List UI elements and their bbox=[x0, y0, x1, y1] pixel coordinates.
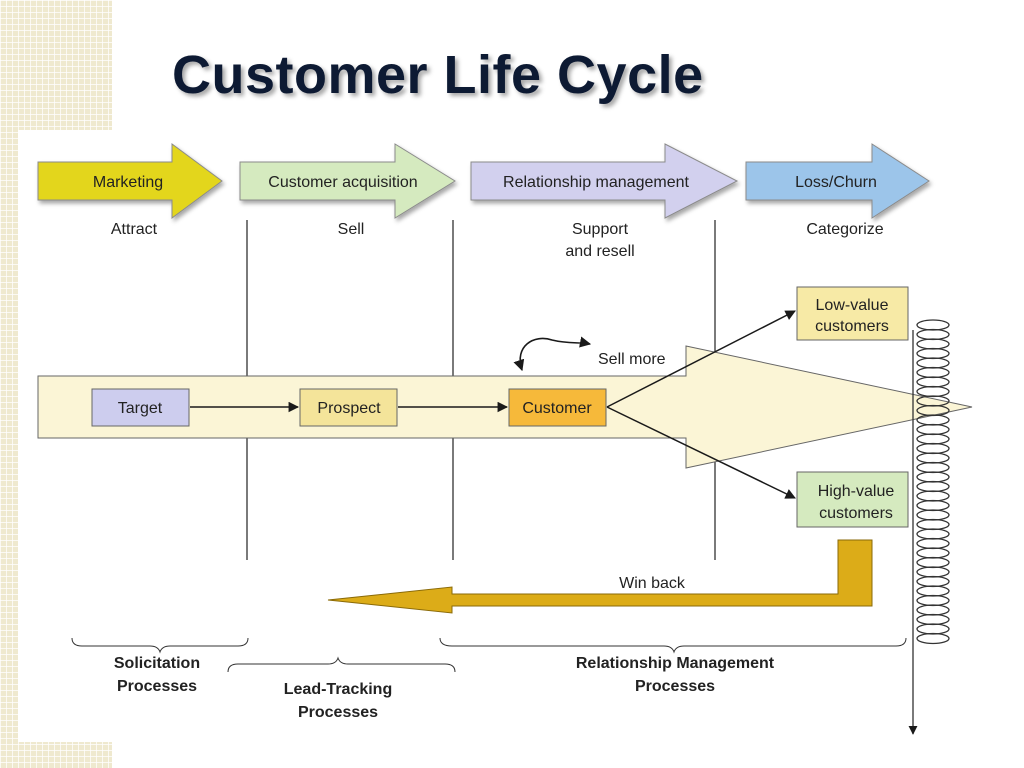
coil-ring bbox=[916, 452, 950, 464]
coil-ring bbox=[916, 328, 950, 341]
coil-ring bbox=[916, 528, 950, 540]
coil-ring bbox=[916, 623, 950, 635]
low-value-box-shape bbox=[796, 286, 909, 341]
high-value-box-shape bbox=[796, 471, 909, 528]
brace-lead-tracking bbox=[227, 656, 456, 673]
coil-ring bbox=[916, 385, 950, 398]
high-value-label-line2: customers bbox=[819, 505, 893, 522]
arrow-to-high-value bbox=[606, 406, 796, 499]
stage-arrow-marketing: Marketing bbox=[37, 143, 223, 219]
stage-arrow-acquisition: Customer acquisition bbox=[239, 143, 456, 219]
coil-ring bbox=[916, 547, 950, 559]
lead-tracking-label-line1: Lead-Tracking bbox=[284, 681, 392, 698]
coil-ring bbox=[916, 338, 950, 350]
stage-arrow-churn: Loss/Churn bbox=[745, 143, 930, 219]
coil-ring bbox=[916, 366, 950, 379]
stage-activity-support: Support bbox=[572, 221, 629, 238]
stage-label: Marketing bbox=[93, 174, 163, 191]
coil-ring bbox=[916, 414, 950, 426]
coil-ring bbox=[916, 357, 950, 369]
coil-ring bbox=[916, 566, 950, 578]
relationship-process-label-line2: Processes bbox=[635, 678, 715, 695]
target-box-shape bbox=[91, 388, 190, 427]
prospect-label: Prospect bbox=[317, 400, 381, 417]
lead-tracking-label-line2: Processes bbox=[298, 704, 378, 721]
stage-arrow-shape bbox=[37, 143, 223, 219]
sell-more-loop-arrow bbox=[513, 336, 592, 372]
stage-arrow-relationship: Relationship management bbox=[470, 143, 739, 219]
low-value-label-line1: Low-value bbox=[816, 297, 889, 314]
coil-ring bbox=[916, 632, 950, 645]
relationship-process-label-line1: Relationship Management bbox=[576, 655, 775, 672]
stage-arrow-shape bbox=[745, 143, 930, 219]
low-value-customers-box: Low-value customers bbox=[796, 286, 909, 341]
target-box: Target bbox=[91, 388, 190, 427]
coil-ring bbox=[916, 319, 950, 331]
stage-activity-resell: and resell bbox=[565, 243, 634, 260]
coil-ring bbox=[916, 613, 950, 626]
solicitation-label-line2: Processes bbox=[117, 678, 197, 695]
stage-activity-sell: Sell bbox=[338, 221, 365, 238]
high-value-label-line1: High-value bbox=[818, 483, 895, 500]
high-value-customers-box: High-value customers bbox=[796, 471, 909, 528]
coil-ring bbox=[916, 594, 950, 607]
stage-arrow-shape bbox=[470, 143, 739, 219]
coil-ring bbox=[916, 433, 950, 445]
low-value-label-line2: customers bbox=[815, 318, 889, 335]
stage-label: Relationship management bbox=[503, 174, 689, 191]
brace-relationship bbox=[439, 637, 907, 654]
prospect-box-shape bbox=[299, 388, 398, 427]
coil-ring bbox=[916, 490, 950, 502]
page-title: Customer Life Cycle bbox=[172, 45, 704, 105]
coil-ring bbox=[916, 499, 950, 512]
brace-solicitation bbox=[71, 637, 249, 654]
coil-ring bbox=[916, 347, 950, 360]
arrow-to-low-value bbox=[606, 310, 796, 408]
coil-ring bbox=[916, 575, 950, 588]
stage-label: Loss/Churn bbox=[795, 174, 877, 191]
stage-arrow-shape bbox=[239, 143, 456, 219]
churn-coil bbox=[908, 319, 950, 735]
prospect-box: Prospect bbox=[299, 388, 398, 427]
coil-ring bbox=[916, 604, 950, 616]
coil-ring bbox=[916, 518, 950, 531]
coil-ring bbox=[916, 461, 950, 474]
win-back-label: Win back bbox=[619, 575, 686, 592]
stage-activity-attract: Attract bbox=[111, 221, 158, 238]
customer-box-shape bbox=[508, 388, 607, 427]
sell-more-label: Sell more bbox=[598, 351, 666, 368]
customer-label: Customer bbox=[522, 400, 592, 417]
stage-label: Customer acquisition bbox=[268, 174, 417, 191]
win-back-arrow bbox=[327, 539, 873, 614]
coil-ring bbox=[916, 585, 950, 597]
solicitation-label-line1: Solicitation bbox=[114, 655, 200, 672]
target-label: Target bbox=[118, 400, 163, 417]
coil-ring bbox=[916, 509, 950, 521]
coil-ring bbox=[916, 537, 950, 550]
stage-activity-categorize: Categorize bbox=[806, 221, 883, 238]
coil-ring bbox=[916, 423, 950, 436]
coil-ring bbox=[916, 471, 950, 483]
customer-box: Customer bbox=[508, 388, 607, 427]
coil-ring bbox=[916, 556, 950, 569]
coil-ring bbox=[916, 442, 950, 455]
coil-ring bbox=[916, 480, 950, 493]
coil-ring bbox=[916, 376, 950, 388]
